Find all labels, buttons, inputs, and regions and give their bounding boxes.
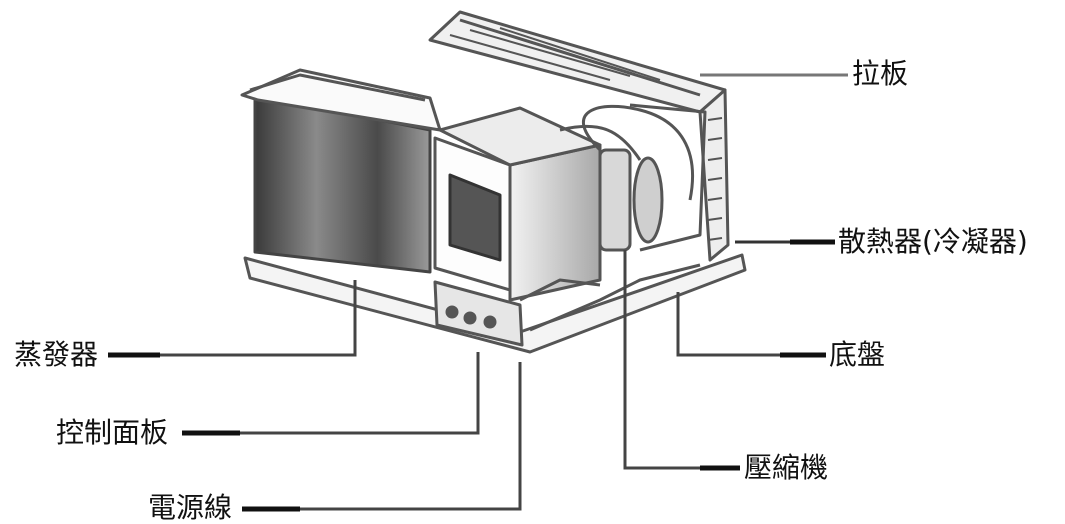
label-base-pan: 底盤 <box>829 338 886 371</box>
unit-body <box>240 10 747 354</box>
evaporator-leader <box>108 280 357 357</box>
base-pan-leader <box>676 292 826 357</box>
control-panel-leader <box>182 352 480 435</box>
label-pull-plate: 拉板 <box>852 57 909 90</box>
label-compressor: 壓縮機 <box>744 451 829 484</box>
label-condenser: 散熱器(冷凝器) <box>838 225 1028 258</box>
label-control-panel: 控制面板 <box>56 416 169 449</box>
label-evaporator: 蒸發器 <box>14 338 99 371</box>
label-power-cord: 電源線 <box>148 491 233 524</box>
power-cord-leader <box>242 362 522 511</box>
